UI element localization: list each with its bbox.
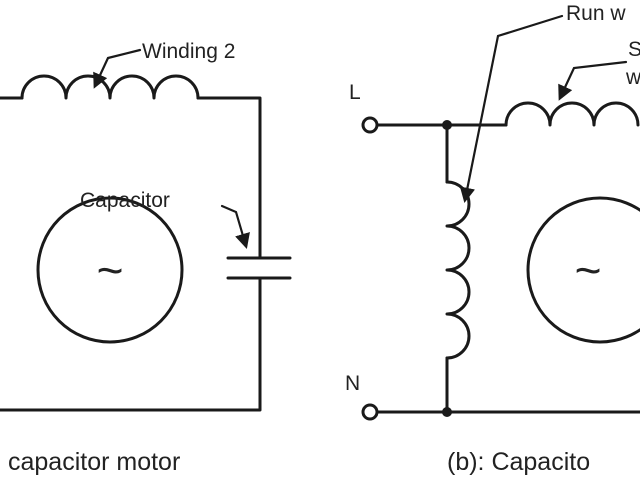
start-winding-label-1: S — [628, 38, 640, 61]
left-right-wire-down — [0, 276, 262, 412]
caption-left: capacitor motor — [8, 448, 180, 476]
winding-2-pointer — [93, 48, 142, 89]
caption-right: (b): Capacito — [447, 448, 590, 476]
left-top-wire-right — [196, 96, 262, 260]
junction-dot-top — [442, 120, 452, 130]
capacitor-label: Capacitor — [80, 189, 170, 212]
terminal-l — [361, 116, 379, 134]
terminal-n — [361, 403, 379, 421]
right-circuit: L N ~ Run w S w (b): Capacito — [345, 2, 640, 476]
terminal-l-label: L — [349, 81, 361, 104]
run-winding-label: Run w — [566, 2, 626, 25]
capacitor-pointer — [220, 204, 250, 249]
junction-dot-bottom — [442, 407, 452, 417]
ac-symbol-right: ~ — [575, 244, 602, 296]
start-winding-coil — [504, 101, 640, 127]
start-winding-label-2: w — [625, 66, 640, 89]
winding-2-label: Winding 2 — [142, 40, 235, 63]
run-winding-pointer — [459, 14, 564, 204]
start-winding-pointer — [558, 60, 628, 101]
motor-circle-left — [36, 196, 184, 344]
terminal-n-label: N — [345, 372, 360, 395]
run-winding-coil — [445, 180, 471, 360]
left-circuit: ~ Winding 2 Capacitor capacitor motor — [0, 40, 292, 476]
ac-symbol-left: ~ — [97, 244, 124, 296]
motor-circle-right — [526, 196, 640, 344]
winding-2-coil — [20, 74, 200, 100]
